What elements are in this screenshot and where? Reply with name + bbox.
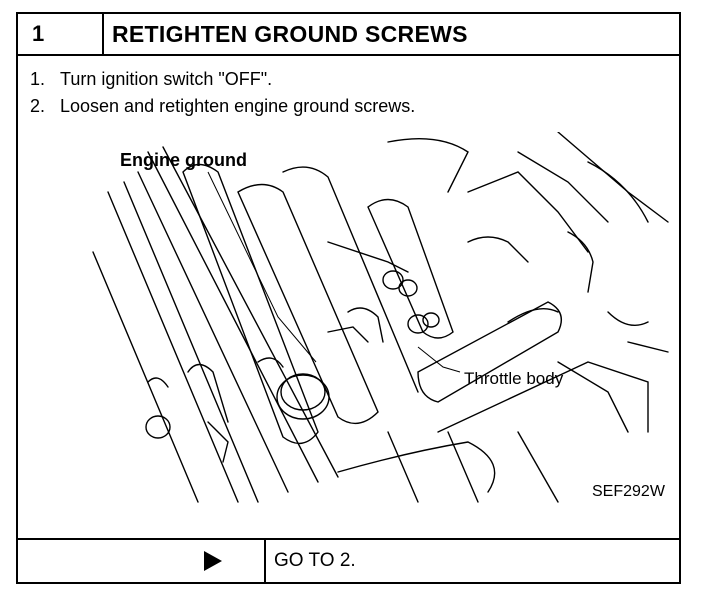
figure-code: SEF292W (592, 483, 666, 500)
goto-action: GO TO 2. (274, 550, 356, 571)
instruction-item: 2. Loosen and retighten engine ground sc… (30, 93, 415, 120)
instruction-list: 1. Turn ignition switch "OFF". 2. Loosen… (30, 66, 415, 120)
step-title: RETIGHTEN GROUND SCREWS (112, 21, 468, 47)
step-number: 1 (18, 14, 104, 54)
instruction-number: 2. (30, 96, 46, 116)
instruction-text: Loosen and retighten engine ground screw… (60, 96, 416, 116)
instruction-text: Turn ignition switch "OFF". (60, 69, 273, 89)
throttle-body-label: Throttle body (464, 369, 564, 388)
instruction-number: 1. (30, 69, 46, 89)
table-header: 1 RETIGHTEN GROUND SCREWS (18, 14, 679, 56)
table-footer: GO TO 2. (18, 538, 679, 582)
engine-ground-label: Engine ground (120, 150, 247, 170)
procedure-table: 1 RETIGHTEN GROUND SCREWS 1. Turn igniti… (16, 12, 681, 584)
right-triangle-arrow-icon (204, 551, 222, 571)
instruction-item: 1. Turn ignition switch "OFF". (30, 66, 415, 93)
arrow-cell (18, 540, 266, 582)
engine-illustration: Engine ground Throttle body SEF292W (92, 132, 669, 503)
